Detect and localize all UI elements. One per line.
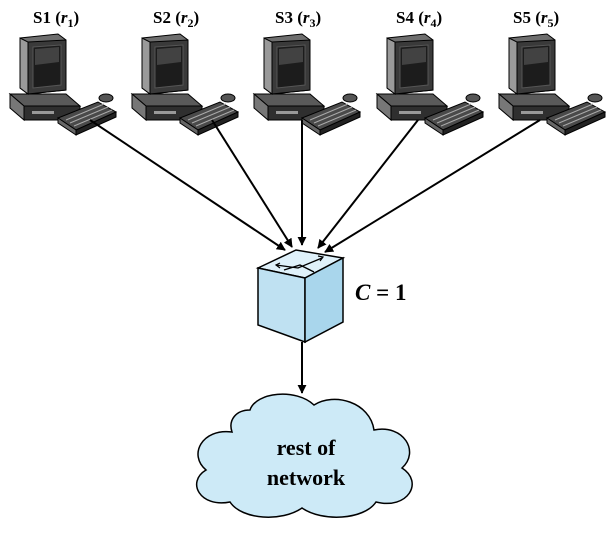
station-label-s4: S4 (r4) xyxy=(396,8,442,30)
computer-icon-s3 xyxy=(253,33,361,136)
arrow-s2-to-switch xyxy=(211,119,293,248)
station-label-s5: S5 (r5) xyxy=(513,8,559,30)
station-label-s3: S3 (r3) xyxy=(275,8,321,30)
switch-icon xyxy=(255,249,346,344)
computer-icon-s2 xyxy=(131,33,239,136)
cloud-label-line2: network xyxy=(267,465,346,490)
arrow-s1-to-switch xyxy=(89,119,286,251)
cloud-label-line1: rest of xyxy=(277,435,337,460)
cloud-icon xyxy=(195,393,413,518)
arrow-s5-to-switch xyxy=(324,119,541,253)
computer-icon-s4 xyxy=(376,33,484,136)
station-label-s1: S1 (r1) xyxy=(33,8,79,30)
capacity-label: C = 1 xyxy=(355,280,406,305)
arrow-s4-to-switch xyxy=(317,119,419,249)
computer-icon-s1 xyxy=(9,33,117,136)
computer-icon-s5 xyxy=(498,33,606,136)
station-label-s2: S2 (r2) xyxy=(153,8,199,30)
